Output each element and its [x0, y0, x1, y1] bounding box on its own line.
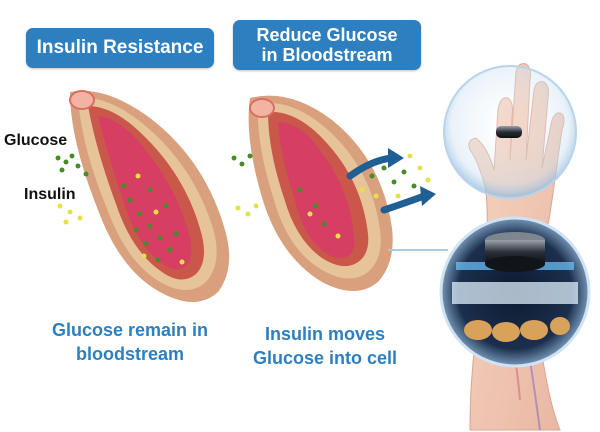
- arrow-right-icon: [346, 148, 404, 180]
- middle-caption: Insulin moves Glucose into cell: [230, 322, 420, 370]
- reduce-glucose-title-line1: Reduce Glucose: [256, 25, 398, 45]
- blood-vessel-middle: [248, 95, 393, 291]
- insulin-particles-middle: [235, 153, 431, 239]
- insulin-resistance-title-text: Insulin Resistance: [36, 37, 204, 58]
- blood-vessel-left: [69, 90, 230, 303]
- glucose-label: Glucose: [4, 132, 68, 149]
- ring-on-finger-bubble: [443, 65, 577, 199]
- insulin-resistance-title: Insulin Resistance: [26, 28, 214, 68]
- middle-caption-line2: Glucose into cell: [252, 348, 398, 368]
- arrow-right-icon: [380, 186, 436, 214]
- smart-ring-icon: [496, 126, 522, 138]
- insulin-particles-left: [57, 173, 185, 265]
- middle-caption-line1: Insulin moves: [264, 324, 386, 344]
- reduce-glucose-title-line2: in Bloodstream: [261, 45, 393, 65]
- glucose-particles-middle: [231, 153, 417, 227]
- left-caption-line2: bloodstream: [75, 344, 185, 364]
- glucose-particles-left: [55, 153, 179, 263]
- left-caption-line1: Glucose remain in: [51, 320, 209, 340]
- left-caption: Glucose remain in bloodstream: [30, 318, 230, 366]
- reduce-glucose-title: Reduce Glucose in Bloodstream: [233, 20, 421, 70]
- insulin-label: Insulin: [24, 186, 76, 203]
- ring-closeup-bubble: [439, 216, 591, 368]
